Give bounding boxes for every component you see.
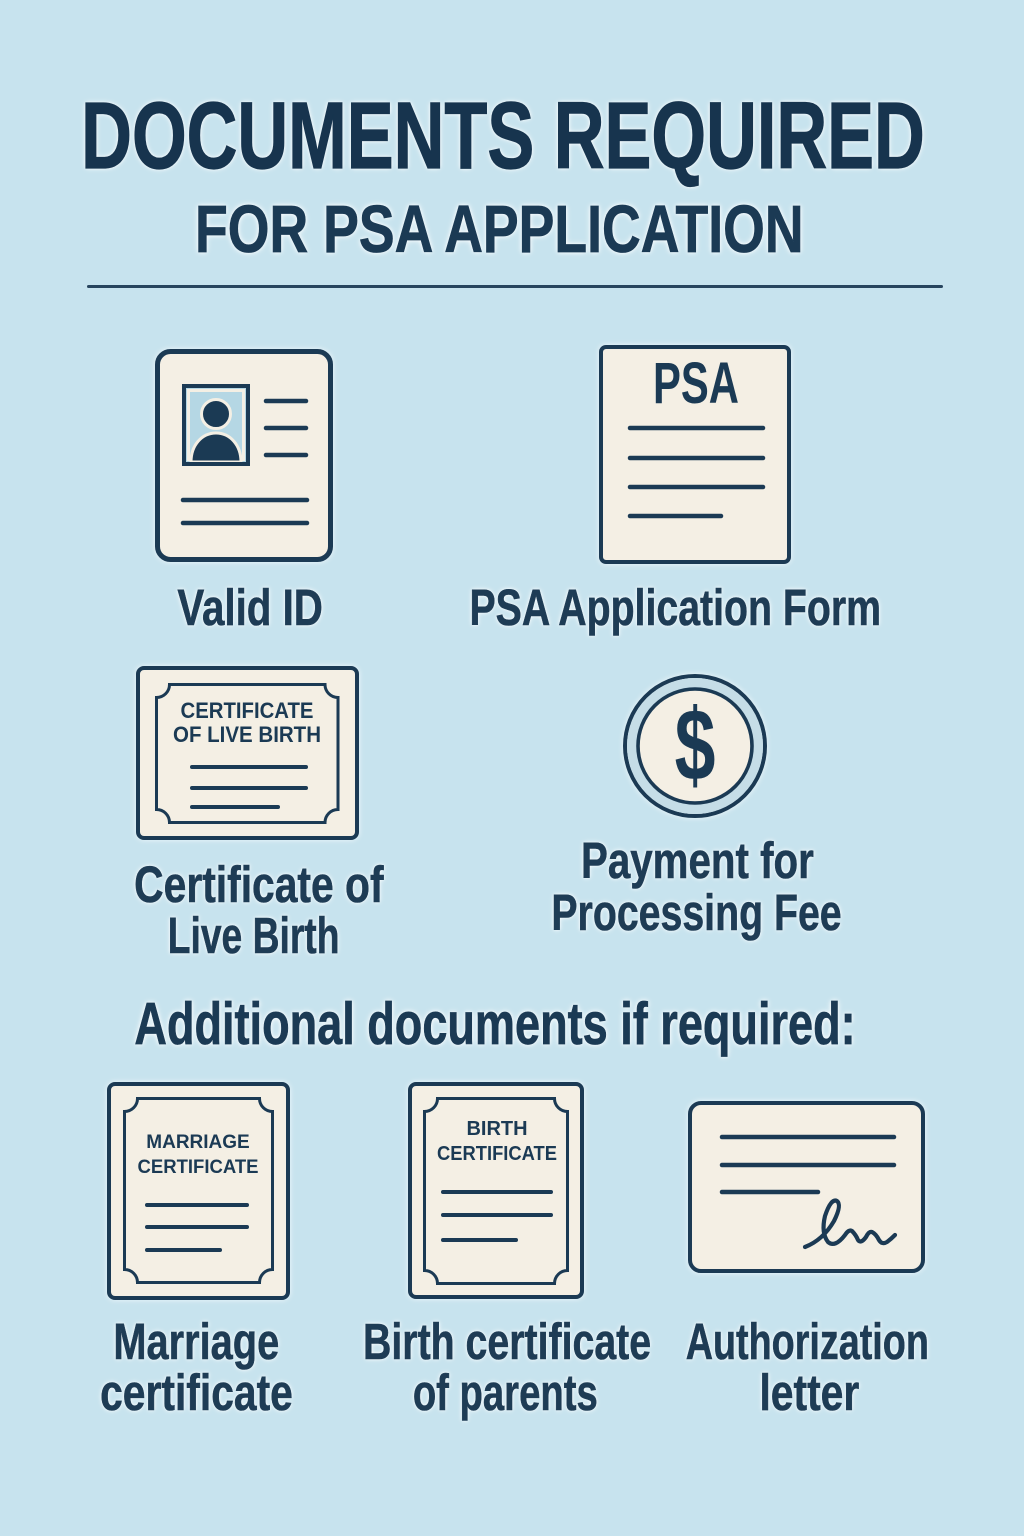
svg-text:BIRTH: BIRTH: [466, 1118, 527, 1140]
svg-text:OF LIVE BIRTH: OF LIVE BIRTH: [173, 722, 321, 747]
svg-text:$: $: [675, 688, 716, 802]
svg-text:MARRIAGE: MARRIAGE: [146, 1132, 249, 1153]
svg-text:PSA: PSA: [653, 351, 739, 416]
svg-text:CERTIFICATE: CERTIFICATE: [181, 698, 314, 723]
svg-text:CERTIFICATE: CERTIFICATE: [138, 1157, 259, 1178]
svg-text:CERTIFICATE: CERTIFICATE: [437, 1143, 557, 1165]
